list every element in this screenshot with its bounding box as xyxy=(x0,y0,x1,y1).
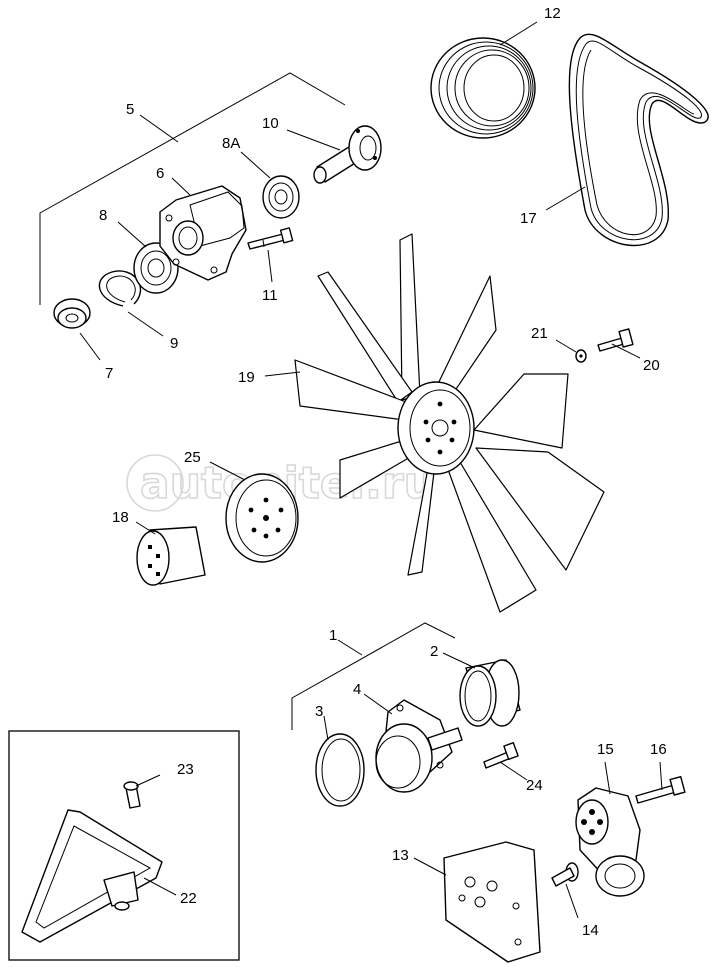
part-23-bolt[interactable] xyxy=(123,774,161,809)
part-25-pulley[interactable] xyxy=(209,461,299,563)
callout-16: 16 xyxy=(650,741,667,758)
callout-9: 9 xyxy=(170,335,178,352)
callout-4: 4 xyxy=(353,681,361,698)
part-6-housing[interactable] xyxy=(159,177,247,281)
part-13-plate[interactable] xyxy=(413,841,541,963)
part-12-pulley[interactable] xyxy=(430,21,538,139)
callout-24: 24 xyxy=(526,777,543,794)
bracket-group-5 xyxy=(39,72,346,305)
part-22-bracket[interactable] xyxy=(21,809,177,943)
callout-21: 21 xyxy=(531,325,548,342)
part-4-water-pump[interactable] xyxy=(363,693,463,793)
part-21-washer[interactable] xyxy=(555,339,587,363)
callout-18: 18 xyxy=(112,509,129,526)
callout-10: 10 xyxy=(262,115,279,132)
callout-7: 7 xyxy=(105,365,113,382)
callout-11: 11 xyxy=(262,287,278,304)
inset-panel xyxy=(8,730,240,961)
part-10-shaft[interactable] xyxy=(286,125,382,184)
callout-5: 5 xyxy=(126,101,134,118)
callout-6: 6 xyxy=(156,165,164,182)
part-7-cap[interactable] xyxy=(53,298,101,361)
callout-19: 19 xyxy=(238,369,255,386)
part-8a-bearing[interactable] xyxy=(240,151,300,219)
part-19-fan[interactable] xyxy=(264,233,605,613)
part-2-sleeve[interactable] xyxy=(442,652,521,727)
part-3-o-ring[interactable] xyxy=(315,715,365,807)
callout-20: 20 xyxy=(643,357,660,374)
part-11-bolt[interactable] xyxy=(247,227,294,283)
part-17-belt[interactable] xyxy=(545,33,709,247)
part-18-spacer[interactable] xyxy=(135,521,206,586)
callout-22: 22 xyxy=(180,890,197,907)
part-14-bolt[interactable] xyxy=(551,862,579,919)
callout-17: 17 xyxy=(520,210,537,227)
callout-25: 25 xyxy=(184,449,201,466)
part-9-snap-ring[interactable] xyxy=(98,270,164,337)
callout-labels: 1 2 3 4 5 6 7 8 8A 9 10 11 12 13 14 15 1… xyxy=(99,5,667,939)
callout-23: 23 xyxy=(177,761,194,778)
part-15-tensioner[interactable] xyxy=(575,761,645,897)
part-16-bolt[interactable] xyxy=(635,761,686,804)
callout-13: 13 xyxy=(392,847,409,864)
callout-3: 3 xyxy=(315,703,323,720)
part-24-bolt[interactable] xyxy=(483,742,528,781)
part-20-bolt[interactable] xyxy=(597,328,641,359)
callout-2: 2 xyxy=(430,643,438,660)
callout-15: 15 xyxy=(597,741,614,758)
callout-14: 14 xyxy=(582,922,599,939)
callout-8: 8 xyxy=(99,207,107,224)
callout-8a: 8A xyxy=(222,135,240,152)
bracket-group-1 xyxy=(291,622,456,730)
callout-12: 12 xyxy=(544,5,561,22)
callout-1: 1 xyxy=(329,627,337,644)
